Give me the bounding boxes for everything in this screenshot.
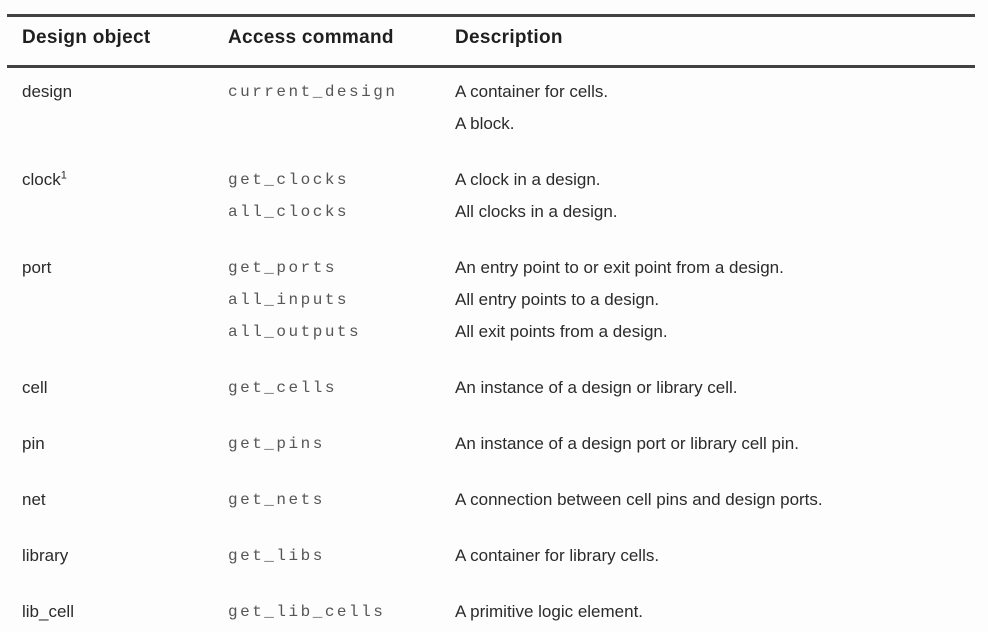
description-cell: An instance of a design port or library … xyxy=(455,428,988,460)
access-command: all_clocks xyxy=(228,203,350,221)
access-command-cell: get_ports all_inputs all_outputs xyxy=(228,252,455,348)
design-object-label: cell xyxy=(22,378,48,397)
design-object-cell: net xyxy=(22,484,228,516)
column-header-access-command: Access command xyxy=(228,27,394,48)
description-cell: An entry point to or exit point from a d… xyxy=(455,252,988,348)
design-object-label: design xyxy=(22,82,73,101)
access-command: get_nets xyxy=(228,491,325,509)
access-command-cell: get_cells xyxy=(228,372,455,404)
description-cell: A container for library cells. xyxy=(455,540,988,572)
table-row: port get_ports all_inputs all_outputs An e… xyxy=(22,252,988,348)
design-object-cell: clock1 xyxy=(22,164,228,228)
table-header: Design object Access command Description xyxy=(22,22,988,54)
description-line: An entry point to or exit point from a d… xyxy=(455,258,784,277)
access-command: all_inputs xyxy=(228,291,350,309)
table-row: cell get_cells An instance of a design o… xyxy=(22,372,988,404)
design-object-label: lib_cell xyxy=(22,602,74,621)
table-top-rule xyxy=(7,14,975,17)
access-command-cell: get_nets xyxy=(228,484,455,516)
description-line: An instance of a design port or library … xyxy=(455,434,799,453)
table-header-rule xyxy=(7,65,975,68)
design-object-cell: pin xyxy=(22,428,228,460)
design-object-cell: lib_cell xyxy=(22,596,228,628)
access-command-cell: get_lib_cells xyxy=(228,596,455,628)
access-command: all_outputs xyxy=(228,323,362,341)
description-line: An instance of a design or library cell. xyxy=(455,378,738,397)
design-object-label: library xyxy=(22,546,69,565)
access-command: get_libs xyxy=(228,547,325,565)
access-command-cell: get_clocks all_clocks xyxy=(228,164,455,228)
access-command: get_pins xyxy=(228,435,325,453)
description-cell: A connection between cell pins and desig… xyxy=(455,484,988,516)
description-line: All entry points to a design. xyxy=(455,290,660,309)
design-object-cell: port xyxy=(22,252,228,348)
table-row: pin get_pins An instance of a design por… xyxy=(22,428,988,460)
description-line: A container for library cells. xyxy=(455,546,660,565)
access-command-cell: get_pins xyxy=(228,428,455,460)
table-row: design current_design A container for ce… xyxy=(22,76,988,140)
access-command-cell: current_design xyxy=(228,76,455,140)
description-line: A container for cells. xyxy=(455,82,609,101)
design-object-cell: design xyxy=(22,76,228,140)
description-line: A connection between cell pins and desig… xyxy=(455,490,823,509)
description-line: A primitive logic element. xyxy=(455,602,644,621)
access-command-cell: get_libs xyxy=(228,540,455,572)
description-cell: A clock in a design. All clocks in a desi… xyxy=(455,164,988,228)
access-command: get_lib_cells xyxy=(228,603,386,621)
description-cell: A primitive logic element. xyxy=(455,596,988,628)
description-cell: An instance of a design or library cell. xyxy=(455,372,988,404)
access-command: get_cells xyxy=(228,379,337,397)
footnote-ref: 1 xyxy=(60,169,67,182)
table-row: clock1 get_clocks all_clocks A clock in a… xyxy=(22,164,988,228)
table-body: design current_design A container for ce… xyxy=(0,76,988,628)
design-object-label: port xyxy=(22,258,52,277)
access-command: get_clocks xyxy=(228,171,350,189)
column-header-description: Description xyxy=(455,27,563,48)
description-line: A clock in a design. xyxy=(455,170,601,189)
column-header-design-object: Design object xyxy=(22,27,151,48)
design-object-label: net xyxy=(22,490,46,509)
design-object-label: clock xyxy=(22,170,61,189)
table-row: net get_nets A connection between cell p… xyxy=(22,484,988,516)
access-command: current_design xyxy=(228,83,398,101)
access-command xyxy=(228,108,455,140)
description-cell: A container for cells. A block. xyxy=(455,76,988,140)
description-line: All exit points from a design. xyxy=(455,322,668,341)
design-object-cell: library xyxy=(22,540,228,572)
table-row: lib_cell get_lib_cells A primitive logic… xyxy=(22,596,988,628)
design-object-label: pin xyxy=(22,434,45,453)
description-line: All clocks in a design. xyxy=(455,202,618,221)
table-row: library get_libs A container for library… xyxy=(22,540,988,572)
design-object-cell: cell xyxy=(22,372,228,404)
access-command: get_ports xyxy=(228,259,337,277)
description-line: A block. xyxy=(455,114,515,133)
